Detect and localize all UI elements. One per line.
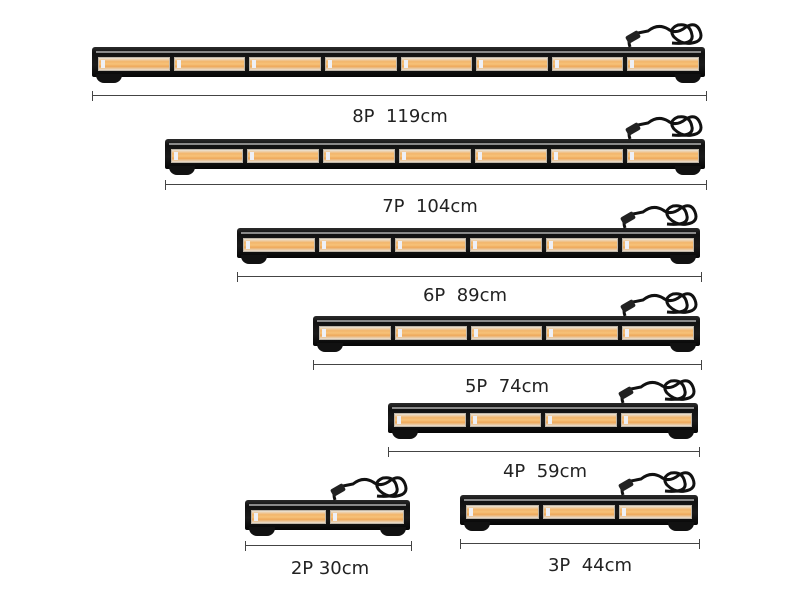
led-panel bbox=[329, 510, 404, 524]
magnet-foot bbox=[241, 255, 267, 264]
housing bbox=[92, 47, 705, 77]
led-panel bbox=[545, 413, 617, 427]
magnet-foot bbox=[464, 522, 490, 531]
size-label: 3P 44cm bbox=[547, 555, 633, 576]
led-panel bbox=[475, 149, 547, 163]
dimension-line bbox=[92, 91, 707, 101]
led-panel bbox=[466, 505, 539, 519]
light-bar-5p bbox=[313, 316, 700, 352]
light-bar-2p bbox=[245, 500, 410, 536]
size-label: 8P 119cm bbox=[352, 106, 448, 127]
size-label: 4P 59cm bbox=[502, 461, 588, 482]
led-panel bbox=[98, 57, 170, 71]
magnet-foot bbox=[96, 74, 122, 83]
led-panel bbox=[551, 149, 623, 163]
magnet-foot bbox=[169, 166, 195, 175]
led-panel bbox=[469, 413, 541, 427]
magnet-foot bbox=[249, 527, 275, 536]
led-panel bbox=[243, 238, 315, 252]
magnet-foot bbox=[670, 255, 696, 264]
light-bar-6p bbox=[237, 228, 700, 264]
housing bbox=[460, 495, 698, 525]
led-panel bbox=[399, 149, 471, 163]
led-panel bbox=[400, 57, 473, 71]
housing bbox=[388, 403, 698, 433]
magnet-foot bbox=[675, 74, 701, 83]
magnet-foot bbox=[670, 343, 696, 352]
dimension-line bbox=[388, 447, 700, 457]
led-panel bbox=[546, 238, 619, 252]
led-panel bbox=[394, 326, 467, 340]
size-label: 6P 89cm bbox=[422, 285, 508, 306]
led-panel bbox=[323, 149, 395, 163]
housing bbox=[245, 500, 410, 530]
light-bar-7p bbox=[165, 139, 705, 175]
led-panels bbox=[319, 326, 694, 340]
led-panels bbox=[466, 505, 693, 519]
housing bbox=[165, 139, 705, 169]
power-cable-icon bbox=[625, 115, 703, 140]
led-panels bbox=[394, 413, 692, 427]
power-cable-icon bbox=[618, 379, 696, 404]
size-label: 2P 30cm bbox=[290, 558, 370, 579]
power-cable-icon bbox=[620, 292, 698, 317]
power-cable-icon bbox=[620, 204, 698, 229]
led-panel bbox=[324, 57, 397, 71]
housing bbox=[313, 316, 700, 346]
size-label: 5P 74cm bbox=[464, 376, 550, 397]
led-panels bbox=[243, 238, 694, 252]
light-bar-4p bbox=[388, 403, 698, 439]
dimension-line bbox=[245, 541, 412, 551]
power-cable-icon bbox=[330, 476, 408, 501]
housing-edge bbox=[241, 232, 696, 234]
led-panel bbox=[551, 57, 624, 71]
led-panels bbox=[98, 57, 699, 71]
dimension-line bbox=[237, 272, 702, 282]
led-panels bbox=[171, 149, 699, 163]
dimension-line bbox=[313, 360, 702, 370]
led-panel bbox=[319, 326, 391, 340]
led-panel bbox=[627, 57, 699, 71]
housing-edge bbox=[169, 143, 701, 145]
magnet-foot bbox=[668, 522, 694, 531]
magnet-foot bbox=[380, 527, 406, 536]
led-panel bbox=[394, 413, 466, 427]
housing-edge bbox=[249, 504, 406, 506]
led-panel bbox=[546, 326, 619, 340]
magnet-foot bbox=[668, 430, 694, 439]
led-panel bbox=[173, 57, 246, 71]
led-panel bbox=[394, 238, 467, 252]
housing-edge bbox=[96, 51, 701, 53]
led-panel bbox=[542, 505, 616, 519]
size-label: 7P 104cm bbox=[382, 196, 478, 217]
light-bar-8p bbox=[92, 47, 705, 83]
power-cable-icon bbox=[618, 471, 696, 496]
led-panel bbox=[318, 238, 391, 252]
housing bbox=[237, 228, 700, 258]
magnet-foot bbox=[317, 343, 343, 352]
dimension-line bbox=[165, 180, 707, 190]
dimension-line bbox=[460, 539, 700, 549]
light-bar-3p bbox=[460, 495, 698, 531]
housing-edge bbox=[392, 407, 694, 409]
led-panels bbox=[251, 510, 404, 524]
led-panel bbox=[247, 149, 319, 163]
led-panel bbox=[476, 57, 548, 71]
led-panel bbox=[171, 149, 243, 163]
led-panel bbox=[251, 510, 326, 524]
power-cable-icon bbox=[625, 23, 703, 48]
led-panel bbox=[470, 326, 543, 340]
led-panel bbox=[627, 149, 699, 163]
housing-edge bbox=[317, 320, 696, 322]
led-panel bbox=[620, 413, 692, 427]
magnet-foot bbox=[675, 166, 701, 175]
led-panel bbox=[249, 57, 321, 71]
magnet-foot bbox=[392, 430, 418, 439]
led-panel bbox=[622, 238, 694, 252]
led-panel bbox=[470, 238, 543, 252]
led-panel bbox=[622, 326, 694, 340]
led-panel bbox=[619, 505, 693, 519]
housing-edge bbox=[464, 499, 694, 501]
